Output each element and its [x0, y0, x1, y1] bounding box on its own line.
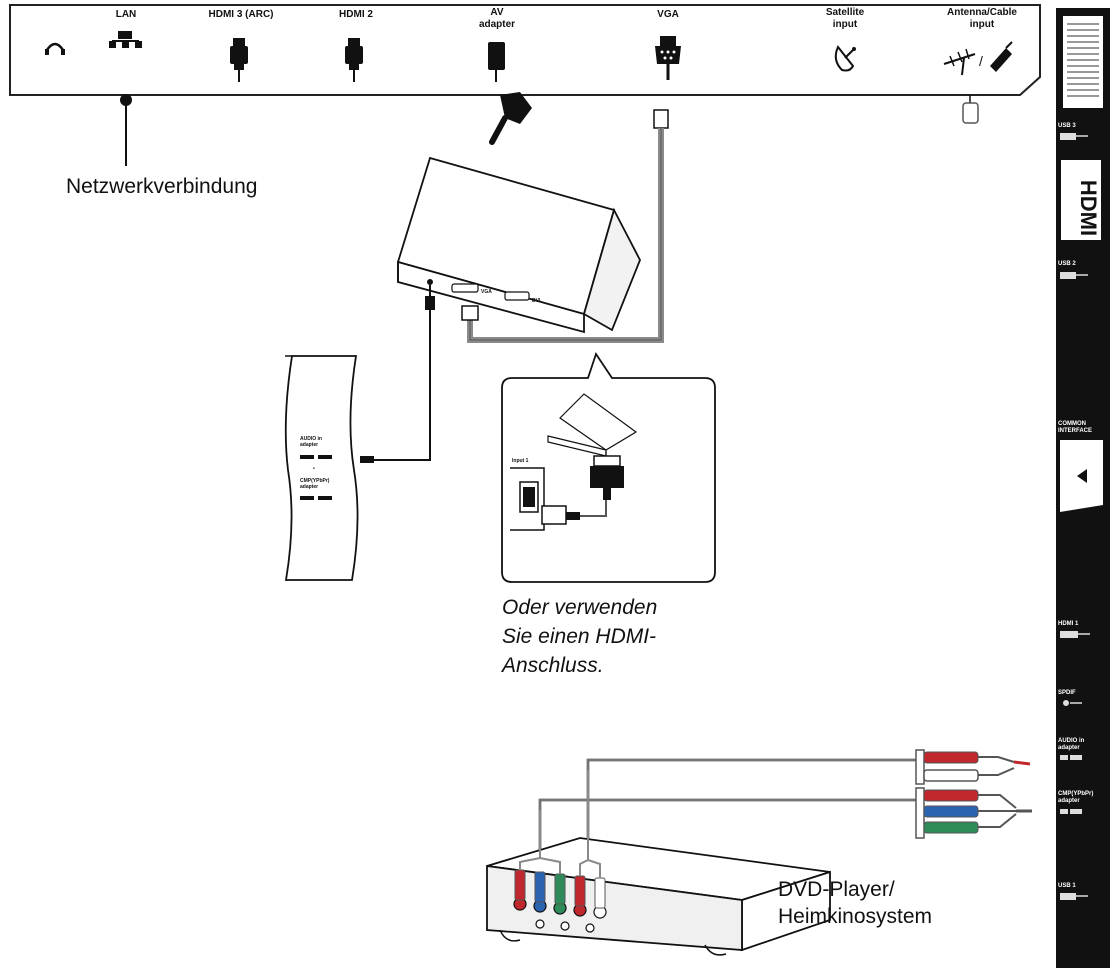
av-port-label: AV [490, 7, 503, 18]
usb1-port [1060, 893, 1076, 900]
card-cmp-label-line1: CMP(YPbPr) [300, 478, 330, 484]
satellite-port-label: Satellite [826, 7, 865, 18]
usb3-port [1060, 133, 1076, 140]
audio-in-label-line1: AUDIO in [1058, 738, 1085, 744]
usb2-port [1060, 272, 1076, 279]
usb1-label: USB 1 [1058, 883, 1076, 889]
audio-in-label-line2: adapter [1058, 745, 1080, 751]
dvd-player-label-line1: DVD-Player/ [778, 878, 895, 901]
hdmi3-port-label: HDMI 3 (ARC) [209, 9, 274, 20]
card-audio-label-line2: adapter [300, 442, 318, 448]
antenna-port-label: Antenna/Cable [947, 7, 1017, 18]
rca-plug-cluster [915, 749, 1032, 839]
card-audio-label-line1: AUDIO in [300, 436, 322, 442]
laptop-dvi-label: DVI [532, 298, 541, 304]
card-cmp-label-line2: adapter [300, 484, 318, 490]
network-connection [120, 94, 132, 166]
lan-icon [109, 31, 142, 48]
satellite-port-sublabel: input [833, 19, 858, 30]
audio-cable [360, 285, 435, 463]
av-port-sublabel: adapter [479, 19, 515, 30]
laptop-vga-label: VGA [481, 289, 492, 295]
insert-arrow-icon [1077, 469, 1087, 483]
dvd-player [486, 770, 831, 956]
ci-label-line1: COMMON [1058, 421, 1086, 427]
usb3-label: USB 3 [1058, 123, 1076, 129]
ci-label-line2: INTERFACE [1058, 428, 1092, 434]
side-connector-panel: USB 3 HDMI USB 2 COMMON INTERFACE HDMI 1… [1056, 8, 1110, 968]
adapter-card: AUDIO in adapter • CMP(YPbPr) adapter [284, 355, 359, 581]
laptop: VGA DVI [396, 156, 641, 334]
antenna-icon: / [943, 41, 1013, 76]
lan-port-label: LAN [116, 9, 137, 20]
callout-caption-line2: Sie einen HDMI- [502, 625, 656, 648]
antenna-cable-plug [962, 95, 979, 124]
cmp-label-line1: CMP(YPbPr) [1058, 791, 1093, 797]
av-plug-icon [488, 42, 505, 82]
rating-sticker [1063, 16, 1103, 108]
hdmi1-label: HDMI 1 [1058, 621, 1079, 627]
callout-caption-line1: Oder verwenden [502, 596, 657, 619]
hdmi-logo: HDMI [1076, 180, 1101, 236]
dvd-player-label-line2: Heimkinosystem [778, 905, 932, 928]
headphone-icon [45, 42, 65, 55]
hdmi1-port [1060, 631, 1078, 638]
svg-text:/: / [979, 53, 983, 69]
antenna-port-sublabel: input [970, 19, 995, 30]
satellite-icon [834, 45, 856, 72]
hdmi-plug-icon [345, 38, 363, 82]
hdmi-plug-icon [230, 38, 248, 82]
hdmi2-port-label: HDMI 2 [339, 9, 373, 20]
callout-input-label: Input 1 [512, 458, 529, 464]
hdmi-callout: Input 1 [501, 351, 716, 583]
top-connector-panel: LAN HDMI 3 (ARC) HDMI 2 AV adapter [9, 4, 1041, 96]
vga-cable [461, 109, 669, 343]
usb2-label: USB 2 [1058, 261, 1076, 267]
av-cable-plug [489, 92, 532, 145]
spdif-label: SPDIF [1058, 690, 1076, 696]
vga-plug-icon [655, 36, 681, 80]
spdif-port [1063, 700, 1069, 706]
network-connection-label: Netzwerkverbindung [66, 175, 257, 198]
vga-port-label: VGA [657, 9, 679, 20]
hdmi-logo-plate [1061, 160, 1101, 240]
cmp-label-line2: adapter [1058, 798, 1080, 804]
card-separator: • [313, 466, 315, 472]
callout-caption-line3: Anschluss. [500, 654, 604, 677]
